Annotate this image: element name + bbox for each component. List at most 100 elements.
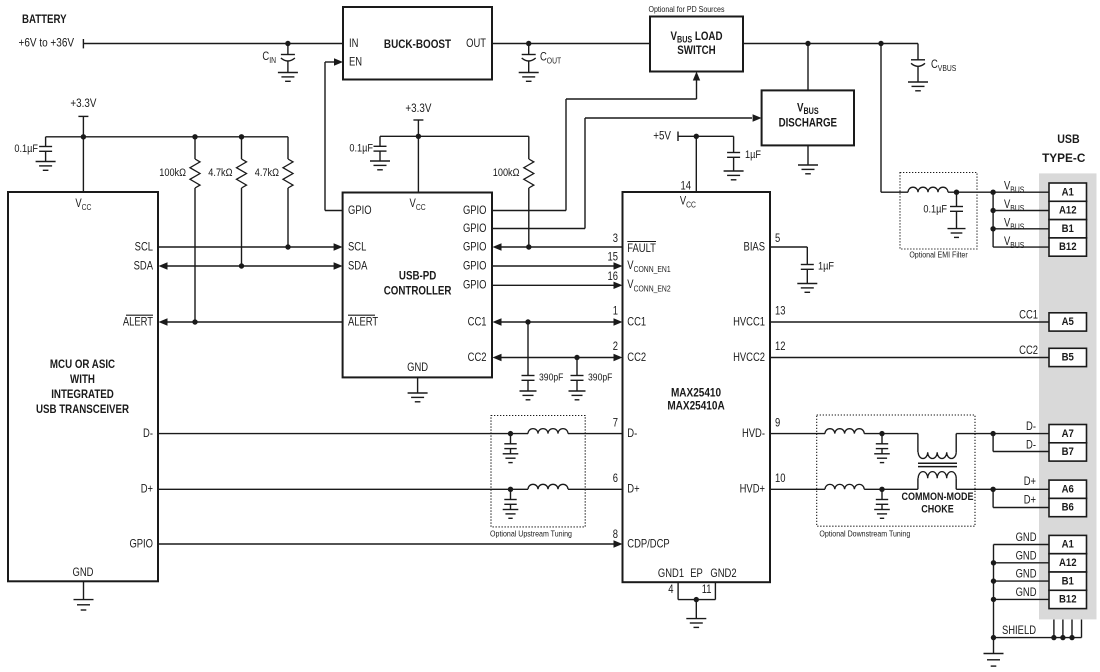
svg-text:BIAS: BIAS bbox=[744, 240, 765, 253]
svg-text:CHOKE: CHOKE bbox=[921, 504, 954, 516]
svg-text:ALERT: ALERT bbox=[123, 315, 154, 328]
svg-text:Optional for PD Sources: Optional for PD Sources bbox=[649, 5, 725, 15]
svg-text:3: 3 bbox=[613, 232, 618, 245]
svg-text:GPIO: GPIO bbox=[463, 204, 487, 217]
svg-text:GND: GND bbox=[1016, 586, 1037, 599]
svg-text:B6: B6 bbox=[1062, 502, 1074, 514]
svg-text:B1: B1 bbox=[1062, 223, 1074, 235]
svg-text:TYPE-C: TYPE-C bbox=[1042, 151, 1086, 165]
svg-text:GPIO: GPIO bbox=[463, 240, 487, 253]
svg-text:0.1µF: 0.1µF bbox=[923, 204, 947, 216]
svg-text:+3.3V: +3.3V bbox=[405, 102, 432, 115]
svg-text:4.7kΩ: 4.7kΩ bbox=[208, 167, 233, 179]
svg-text:8: 8 bbox=[613, 528, 618, 541]
svg-text:D-: D- bbox=[1026, 420, 1036, 433]
svg-text:Optional EMI Filter: Optional EMI Filter bbox=[909, 250, 968, 260]
svg-text:B12: B12 bbox=[1059, 242, 1077, 254]
svg-text:7: 7 bbox=[613, 416, 618, 429]
svg-text:0.1µF: 0.1µF bbox=[349, 143, 373, 155]
svg-text:Optional Upstream Tuning: Optional Upstream Tuning bbox=[490, 529, 572, 539]
svg-text:SCL: SCL bbox=[135, 240, 153, 253]
svg-text:EN: EN bbox=[349, 55, 362, 68]
svg-text:Optional Downstream Tuning: Optional Downstream Tuning bbox=[819, 529, 910, 539]
svg-text:A1: A1 bbox=[1062, 539, 1074, 551]
svg-text:WITH: WITH bbox=[70, 373, 95, 386]
svg-text:EP: EP bbox=[690, 567, 703, 580]
svg-text:1µF: 1µF bbox=[818, 261, 834, 273]
svg-text:MCU OR ASIC: MCU OR ASIC bbox=[50, 358, 115, 371]
svg-text:6: 6 bbox=[613, 472, 618, 485]
svg-text:SDA: SDA bbox=[348, 259, 367, 272]
svg-text:BUCK-BOOST: BUCK-BOOST bbox=[384, 38, 451, 51]
svg-text:1: 1 bbox=[613, 304, 618, 317]
svg-text:A7: A7 bbox=[1062, 428, 1074, 440]
svg-text:GND: GND bbox=[1016, 550, 1037, 563]
svg-text:100kΩ: 100kΩ bbox=[159, 167, 186, 179]
svg-text:INTEGRATED: INTEGRATED bbox=[51, 388, 114, 401]
svg-text:FAULT: FAULT bbox=[627, 242, 656, 255]
svg-text:4.7kΩ: 4.7kΩ bbox=[255, 167, 280, 179]
svg-text:HVD-: HVD- bbox=[742, 427, 765, 440]
svg-text:4: 4 bbox=[668, 583, 673, 596]
svg-text:B12: B12 bbox=[1059, 594, 1077, 606]
svg-text:A12: A12 bbox=[1059, 205, 1077, 217]
svg-text:GND: GND bbox=[1016, 531, 1037, 544]
svg-text:CC1: CC1 bbox=[468, 315, 487, 328]
svg-text:A5: A5 bbox=[1062, 317, 1074, 329]
svg-text:15: 15 bbox=[608, 250, 619, 263]
svg-text:13: 13 bbox=[775, 304, 786, 317]
svg-text:D+: D+ bbox=[1024, 494, 1036, 507]
svg-text:CC1: CC1 bbox=[1019, 308, 1038, 321]
svg-text:GND: GND bbox=[73, 566, 94, 579]
svg-text:HVCC1: HVCC1 bbox=[733, 315, 765, 328]
svg-text:D-: D- bbox=[627, 427, 637, 440]
svg-text:0.1µF: 0.1µF bbox=[14, 143, 38, 155]
svg-text:D+: D+ bbox=[1024, 475, 1036, 488]
svg-text:D+: D+ bbox=[141, 483, 153, 496]
svg-text:ALERT: ALERT bbox=[348, 315, 379, 328]
svg-text:SCL: SCL bbox=[348, 240, 366, 253]
svg-text:USB: USB bbox=[1057, 133, 1079, 146]
svg-text:IN: IN bbox=[349, 37, 358, 50]
svg-text:CONTROLLER: CONTROLLER bbox=[384, 284, 452, 297]
svg-text:5: 5 bbox=[775, 232, 780, 245]
svg-text:GPIO: GPIO bbox=[463, 279, 487, 292]
svg-text:A12: A12 bbox=[1059, 557, 1077, 569]
svg-text:DISCHARGE: DISCHARGE bbox=[779, 116, 837, 129]
svg-text:SWITCH: SWITCH bbox=[677, 44, 715, 57]
svg-text:HVD+: HVD+ bbox=[740, 483, 765, 496]
svg-text:100kΩ: 100kΩ bbox=[493, 167, 520, 179]
svg-text:D-: D- bbox=[1026, 439, 1036, 452]
svg-text:CC2: CC2 bbox=[1019, 344, 1038, 357]
svg-text:USB TRANSCEIVER: USB TRANSCEIVER bbox=[36, 403, 129, 416]
svg-text:USB-PD: USB-PD bbox=[399, 269, 436, 282]
svg-text:GND1: GND1 bbox=[658, 567, 684, 580]
svg-text:+3.3V: +3.3V bbox=[70, 97, 97, 110]
svg-text:SDA: SDA bbox=[134, 259, 153, 272]
svg-text:CDP/DCP: CDP/DCP bbox=[627, 537, 669, 550]
svg-text:GND2: GND2 bbox=[710, 567, 736, 580]
svg-text:CC1: CC1 bbox=[627, 315, 646, 328]
svg-text:16: 16 bbox=[608, 270, 619, 283]
svg-text:390pF: 390pF bbox=[539, 372, 564, 384]
svg-text:GPIO: GPIO bbox=[348, 204, 372, 217]
svg-text:A6: A6 bbox=[1062, 484, 1074, 496]
svg-text:MAX25410A: MAX25410A bbox=[667, 400, 724, 413]
svg-text:CC2: CC2 bbox=[627, 351, 646, 364]
svg-text:D+: D+ bbox=[627, 483, 639, 496]
svg-text:VBUS: VBUS bbox=[797, 101, 819, 115]
svg-text:SHIELD: SHIELD bbox=[1002, 624, 1036, 637]
svg-text:CC2: CC2 bbox=[468, 351, 487, 364]
svg-text:VBUS LOAD: VBUS LOAD bbox=[671, 30, 723, 44]
svg-text:HVCC2: HVCC2 bbox=[733, 351, 765, 364]
svg-text:MAX25410: MAX25410 bbox=[671, 387, 721, 400]
svg-text:12: 12 bbox=[775, 340, 786, 353]
svg-text:COMMON-MODE: COMMON-MODE bbox=[901, 491, 973, 503]
svg-text:10: 10 bbox=[775, 472, 786, 485]
svg-text:9: 9 bbox=[775, 416, 780, 429]
svg-text:11: 11 bbox=[702, 583, 712, 596]
svg-text:GND: GND bbox=[1016, 568, 1037, 581]
svg-text:D-: D- bbox=[143, 427, 153, 440]
svg-text:GPIO: GPIO bbox=[129, 537, 153, 550]
svg-text:2: 2 bbox=[613, 340, 618, 353]
